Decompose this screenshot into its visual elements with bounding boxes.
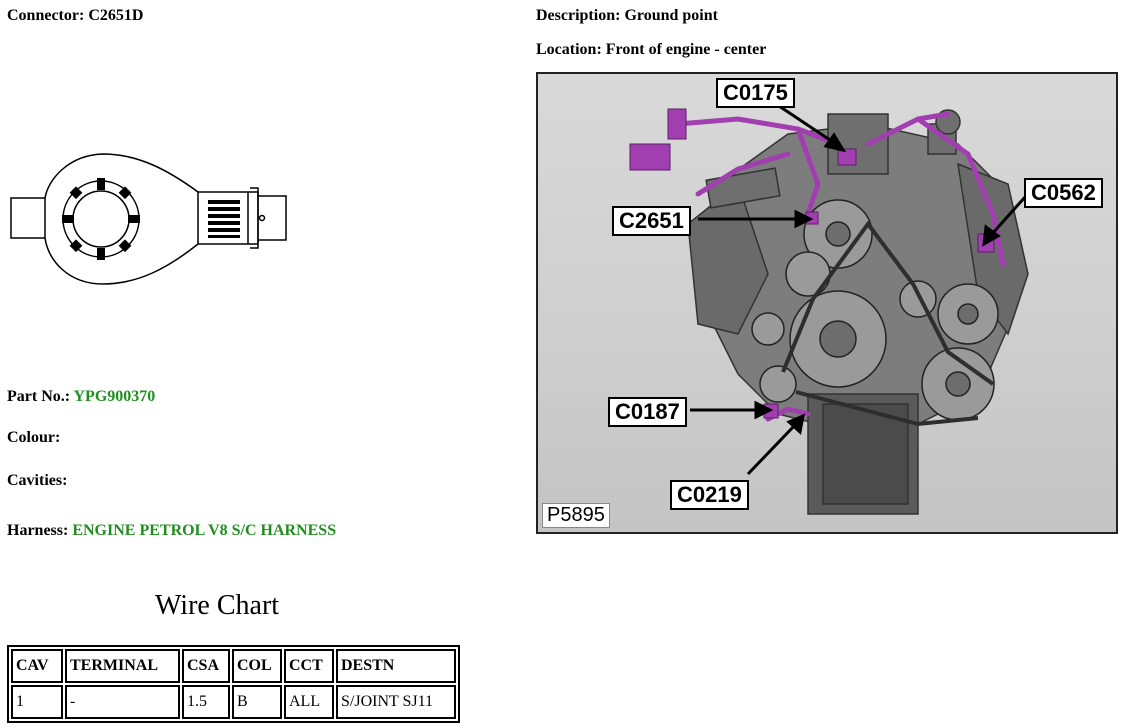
engine-location-image: C0175 C0562 C2651 C0187 C0219 P5895 bbox=[536, 72, 1118, 534]
harness-line: Harness: ENGINE PETROL V8 S/C HARNESS bbox=[7, 522, 336, 540]
description-label: Description: bbox=[536, 7, 621, 24]
colour-label: Colour: bbox=[7, 429, 61, 446]
connector-line: Connector: C2651D bbox=[7, 7, 143, 25]
cell-cav: 1 bbox=[11, 685, 63, 719]
engine-illustration bbox=[629, 98, 1029, 515]
col-destn: DESTN bbox=[336, 649, 456, 683]
image-code: P5895 bbox=[542, 503, 610, 528]
cell-csa: 1.5 bbox=[182, 685, 230, 719]
location-line: Location: Front of engine - center bbox=[536, 41, 766, 59]
col-csa: CSA bbox=[182, 649, 230, 683]
table-row: 1 - 1.5 B ALL S/JOINT SJ11 bbox=[11, 685, 456, 719]
connector-label: Connector: bbox=[7, 7, 85, 24]
cell-terminal: - bbox=[65, 685, 180, 719]
part-number-label: Part No.: bbox=[7, 388, 71, 405]
description-line: Description: Ground point bbox=[536, 7, 718, 25]
cavities-label: Cavities: bbox=[7, 472, 68, 489]
location-label: Location: bbox=[536, 41, 602, 58]
harness-value: ENGINE PETROL V8 S/C HARNESS bbox=[72, 522, 337, 539]
description-value: Ground point bbox=[624, 7, 718, 24]
part-number-line: Part No.: YPG900370 bbox=[7, 388, 155, 406]
harness-label: Harness: bbox=[7, 522, 69, 539]
cell-col: B bbox=[232, 685, 282, 719]
location-value: Front of engine - center bbox=[605, 41, 767, 58]
ring-terminal-diagram bbox=[10, 153, 287, 285]
cell-cct: ALL bbox=[284, 685, 334, 719]
wire-chart-table: CAV TERMINAL CSA COL CCT DESTN 1 - 1.5 B… bbox=[7, 645, 460, 723]
col-cct: CCT bbox=[284, 649, 334, 683]
callout-c0562: C0562 bbox=[1024, 178, 1103, 208]
col-terminal: TERMINAL bbox=[65, 649, 180, 683]
wire-chart-title: Wire Chart bbox=[155, 590, 280, 621]
callout-c2651: C2651 bbox=[612, 206, 691, 236]
connector-value: C2651D bbox=[88, 7, 144, 24]
cell-destn: S/JOINT SJ11 bbox=[336, 685, 456, 719]
wire-chart-header-row: CAV TERMINAL CSA COL CCT DESTN bbox=[11, 649, 456, 683]
colour-line: Colour: bbox=[7, 429, 60, 447]
col-cav: CAV bbox=[11, 649, 63, 683]
cavities-line: Cavities: bbox=[7, 472, 67, 490]
callout-c0219: C0219 bbox=[670, 480, 749, 510]
col-col: COL bbox=[232, 649, 282, 683]
part-number-value: YPG900370 bbox=[73, 388, 156, 405]
callout-c0187: C0187 bbox=[608, 397, 687, 427]
callout-c0175: C0175 bbox=[716, 78, 795, 108]
